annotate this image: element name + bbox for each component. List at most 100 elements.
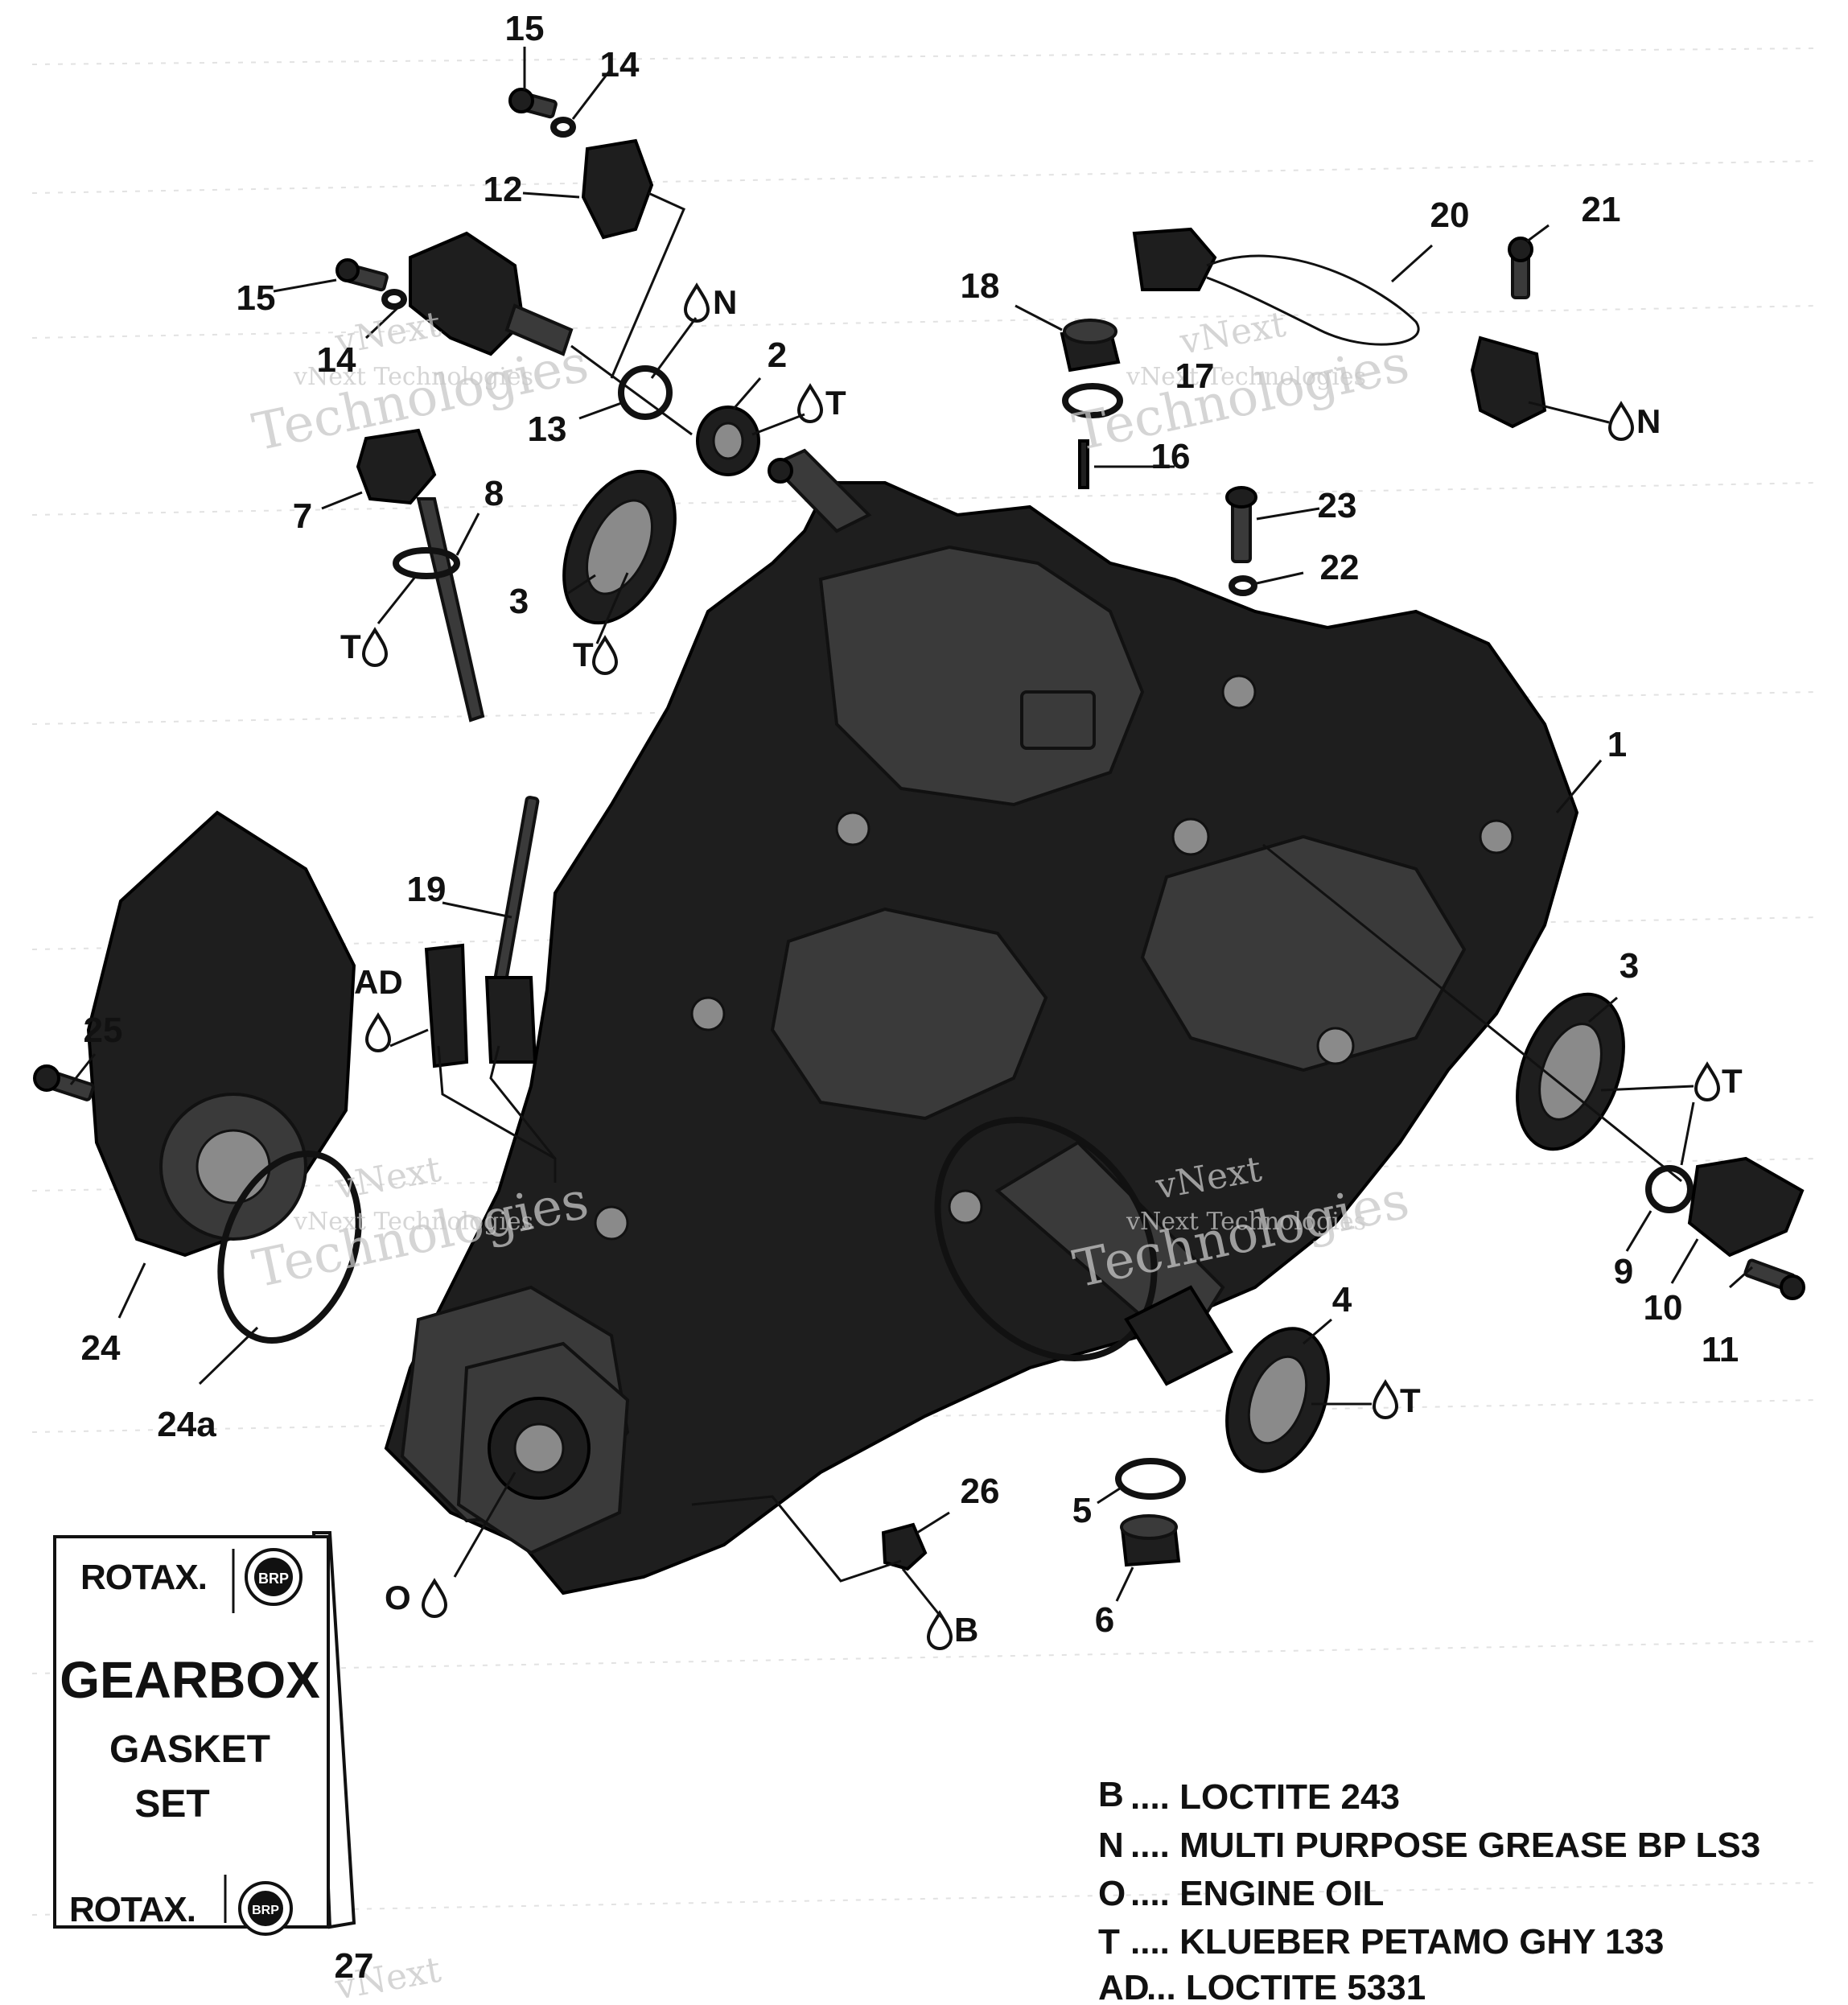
svg-text:.... ENGINE OIL: .... ENGINE OIL (1130, 1874, 1384, 1913)
oil-drop-icon (683, 282, 710, 323)
svg-text:AD: AD (354, 963, 403, 1001)
svg-text:N: N (1098, 1826, 1124, 1865)
watermark-brand-full: vNext Technologies (1126, 363, 1366, 391)
svg-text:N: N (1636, 402, 1661, 440)
svg-text:T: T (825, 384, 846, 422)
lube-mark-AD: AD (354, 963, 403, 1052)
gearbox-housing (384, 448, 1579, 1595)
lube-mark-T: T (340, 627, 389, 667)
part-washer-14b (381, 289, 407, 310)
legend-row: AD ... LOCTITE 5331 (1098, 1968, 1426, 2005)
svg-text:B: B (1098, 1775, 1124, 1814)
callout-2: 2 (768, 336, 787, 375)
oil-drop-icon (926, 1610, 953, 1650)
watermark-brand-full: vNext Technologies (1126, 1208, 1366, 1236)
callout-18: 18 (961, 266, 1000, 306)
lube-mark-N: N (683, 282, 737, 323)
callout-24a: 24a (157, 1405, 216, 1444)
part-seal-3a (562, 469, 677, 625)
lube-leader-lines (377, 317, 1695, 1618)
part-gasket-24a (217, 1150, 362, 1344)
part-plug-ad (424, 943, 469, 1068)
callout-1: 1 (1607, 725, 1627, 764)
part-washer-22 (1229, 575, 1257, 596)
gasket-kit-box: ROTAX. BRP GEARBOX GASKET SET ROTAX. BRP (53, 1531, 356, 1936)
kit-subtitle-2: SET (134, 1783, 209, 1826)
svg-text:T: T (1722, 1062, 1743, 1100)
part-pin-16 (1078, 439, 1089, 489)
callout-12: 12 (484, 170, 523, 209)
leader-lines (69, 47, 1753, 1602)
svg-text:T: T (1098, 1922, 1120, 1962)
svg-text:BRP: BRP (258, 1571, 289, 1587)
callout-10: 10 (1644, 1288, 1683, 1328)
lube-mark-B: B (926, 1610, 978, 1650)
callout-13: 13 (528, 410, 567, 449)
callout-26: 26 (961, 1472, 1000, 1511)
kit-brand-bottom: ROTAX. (69, 1890, 196, 1929)
lube-mark-N: N (1607, 401, 1661, 441)
oil-drop-icon (591, 635, 619, 675)
svg-text:AD: AD (1098, 1968, 1150, 2005)
callout-3: 3 (1620, 946, 1639, 986)
oil-drop-icon (796, 383, 824, 423)
lube-mark-O: O (385, 1578, 448, 1618)
part-cover-24 (86, 810, 356, 1258)
callout-16: 16 (1151, 437, 1191, 476)
callout-3: 3 (509, 582, 529, 621)
callout-25: 25 (84, 1011, 123, 1050)
svg-text:.... LOCTITE 243: .... LOCTITE 243 (1130, 1777, 1400, 1817)
oil-drop-icon (361, 627, 389, 667)
callout-15: 15 (505, 9, 545, 48)
part-screw-25 (33, 1064, 95, 1101)
legend-row: O .... ENGINE OIL (1098, 1874, 1384, 1913)
part-seal-2 (696, 406, 760, 476)
callout-17: 17 (1175, 356, 1215, 396)
callout-14: 14 (317, 340, 356, 380)
part-washer-17 (1062, 383, 1123, 418)
kit-brand-top: ROTAX. (80, 1558, 207, 1597)
part-sensor-20 (1132, 227, 1547, 429)
oil-drop-icon (1372, 1379, 1399, 1419)
part-bolt-23 (1225, 486, 1257, 563)
kit-subtitle-1: GASKET (109, 1728, 270, 1771)
svg-text:T: T (1400, 1381, 1421, 1419)
callout-14: 14 (600, 45, 640, 84)
svg-text:T: T (340, 628, 361, 665)
legend-row: T .... KLUEBER PETAMO GHY 133 (1098, 1922, 1664, 1962)
lubricant-legend: B .... LOCTITE 243 N .... MULTI PURPOSE … (1098, 1775, 1760, 2005)
part-screw-15b (335, 258, 389, 292)
oil-drop-icon (1694, 1061, 1721, 1101)
part-cover-12 (581, 138, 654, 240)
part-sensor-12 (409, 231, 574, 356)
part-seal-4 (1225, 1327, 1330, 1473)
part-washer-14a (550, 117, 576, 138)
part-oring-9 (1645, 1165, 1694, 1213)
part-screw-15a (508, 88, 558, 119)
part-washer-5 (1115, 1458, 1186, 1500)
part-sensor-19 (484, 796, 540, 1064)
lube-marks: N T T T N AD T T O (340, 282, 1743, 1650)
callout-15: 15 (237, 278, 276, 318)
oil-drop-icon (364, 1012, 392, 1052)
svg-text:O: O (1098, 1874, 1126, 1913)
svg-text:BRP: BRP (252, 1904, 279, 1917)
brp-logo-icon: BRP (238, 1881, 293, 1936)
callout-labels: 15 14 12 15 14 13 2 7 8 3 18 17 16 20 21… (81, 9, 1739, 1986)
part-screw-11 (1743, 1258, 1805, 1300)
svg-text:T: T (573, 636, 594, 673)
callout-11: 11 (1702, 1330, 1739, 1369)
svg-text:O: O (385, 1579, 411, 1616)
callout-7: 7 (293, 496, 312, 536)
callout-19: 19 (407, 870, 447, 909)
lube-mark-T: T (573, 635, 619, 675)
watermark-brand: vNext (331, 1149, 444, 1208)
callout-5: 5 (1072, 1491, 1092, 1530)
watermark-brand-full: vNext Technologies (293, 1208, 533, 1236)
callout-4: 4 (1332, 1280, 1352, 1320)
callout-24: 24 (81, 1328, 121, 1368)
part-sensor-10 (1687, 1156, 1805, 1258)
part-seal-3b (1516, 992, 1625, 1151)
part-screw-21 (1508, 237, 1533, 299)
